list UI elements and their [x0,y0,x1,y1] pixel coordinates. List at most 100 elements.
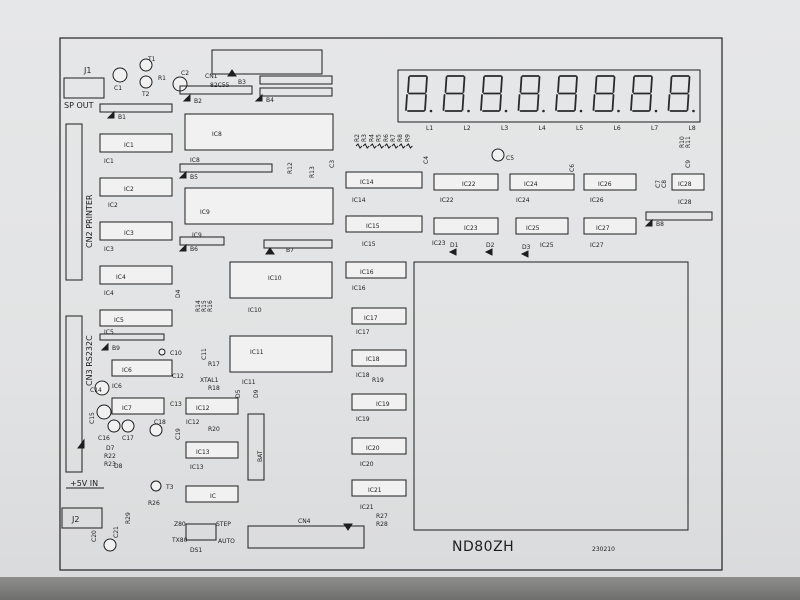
ic12-label: IC12 [196,405,210,412]
c9-label: C9 [685,160,692,168]
r15-label: R15 [201,300,208,312]
cn2-label: CN2 PRINTER [85,194,94,248]
r22-label: R22 [104,453,116,460]
r10-label: R10 [679,136,686,148]
ic9-chip [184,187,334,225]
t2-transistor [139,75,153,89]
ic26-label: IC26 [598,181,612,188]
display-l7 [630,75,658,113]
ic17-ref: IC17 [356,329,370,336]
ic7-chip [111,397,165,415]
ic1-ref: IC1 [104,158,114,165]
b7-label: B7 [286,247,294,254]
ic23-ref: IC23 [432,240,446,247]
ic11-chip [229,335,333,373]
resistor-label-r3: R3 [361,134,368,142]
b2-header [179,85,253,95]
ds1-label: DS1 [190,547,202,554]
r11-label: R11 [685,136,692,148]
c10-label: C10 [170,350,182,357]
ic14-ref: IC14 [352,197,366,204]
b2-marker [182,93,191,102]
ic19-ref: IC19 [356,416,370,423]
c16-capacitor [107,419,121,433]
c20-label: C20 [91,530,98,542]
display-l3 [480,75,508,113]
display-label-l1: L1 [426,125,433,132]
resistor-label-r8: R8 [397,134,404,142]
table-shadow [0,577,800,600]
resistor-label-r4: R4 [368,134,375,142]
board-outline [59,37,723,571]
ic12-ref: IC12 [186,419,200,426]
resistor-r6 [384,143,392,149]
d3-diode [520,250,529,258]
ic28-ref: IC28 [678,199,692,206]
ic25-ref: IC25 [540,242,554,249]
ic8-label: IC8 [212,131,222,138]
z80-label: Z80 [174,521,186,528]
d9-label: D9 [253,389,260,398]
r26-label: R26 [148,500,160,507]
ic4-chip [99,265,173,285]
daughterboard-area [413,261,689,531]
cn4-marker [343,523,353,531]
ic21-chip [351,479,407,497]
b1-marker [106,110,115,119]
d4-label: D4 [175,289,182,298]
j2-label: J2 [71,515,79,524]
j2-outline [61,507,103,529]
c5-label: C5 [506,155,514,162]
c21-label: C21 [113,526,120,538]
ic15-ref: IC15 [362,241,376,248]
display-block [397,69,701,123]
b3-label: B3 [238,79,246,86]
ic10-chip [229,261,333,299]
ic28-label: IC28 [678,181,692,188]
ic9-label: IC9 [200,209,210,216]
r13-label: R13 [309,166,316,178]
ic9-ref: IC9 [192,232,202,239]
c5-capacitor [491,148,505,162]
ic-label: IC [210,493,216,500]
c15-label: C15 [89,412,96,424]
display-label-l6: L6 [614,125,621,132]
ic2-chip [99,177,173,197]
display-l5 [555,75,583,113]
xtal-label: XTAL1 [200,377,219,384]
cn4-connector [247,525,365,549]
c6-label: C6 [569,164,576,172]
date-code: 230210 [592,546,615,553]
resistor-r5 [377,143,384,149]
r14-label: R14 [195,300,202,312]
d1-diode [448,248,457,256]
resistor-r8 [398,143,406,149]
r27-label: R27 [376,513,388,520]
ic18-label: IC18 [366,356,380,363]
ic27-ref: IC27 [590,242,604,249]
display-label-l2: L2 [464,125,471,132]
d1-label: D1 [450,242,459,249]
ic26-ref: IC26 [590,197,604,204]
ic24-chip [509,173,575,191]
cn1-marker [227,69,237,77]
resistor-r3 [362,143,370,149]
t1-transistor [139,58,153,72]
ic5-label: IC5 [114,317,124,324]
b9-marker [100,342,109,351]
ic5-ref: IC5 [104,329,114,336]
b8-label: B8 [656,221,664,228]
ic4-label: IC4 [116,274,126,281]
b8-header [645,211,713,221]
ic17-label: IC17 [364,315,378,322]
b6-header [179,236,225,246]
ic5-header [99,333,165,341]
ic28-chip [671,173,705,191]
display-label-l8: L8 [689,125,696,132]
d8-label: D8 [114,463,123,470]
c17-label: C17 [122,435,134,442]
ic20-label: IC20 [366,445,380,452]
c7-label: C7 [655,180,662,188]
t3-label: T3 [165,484,174,491]
ic16-chip [345,261,407,279]
